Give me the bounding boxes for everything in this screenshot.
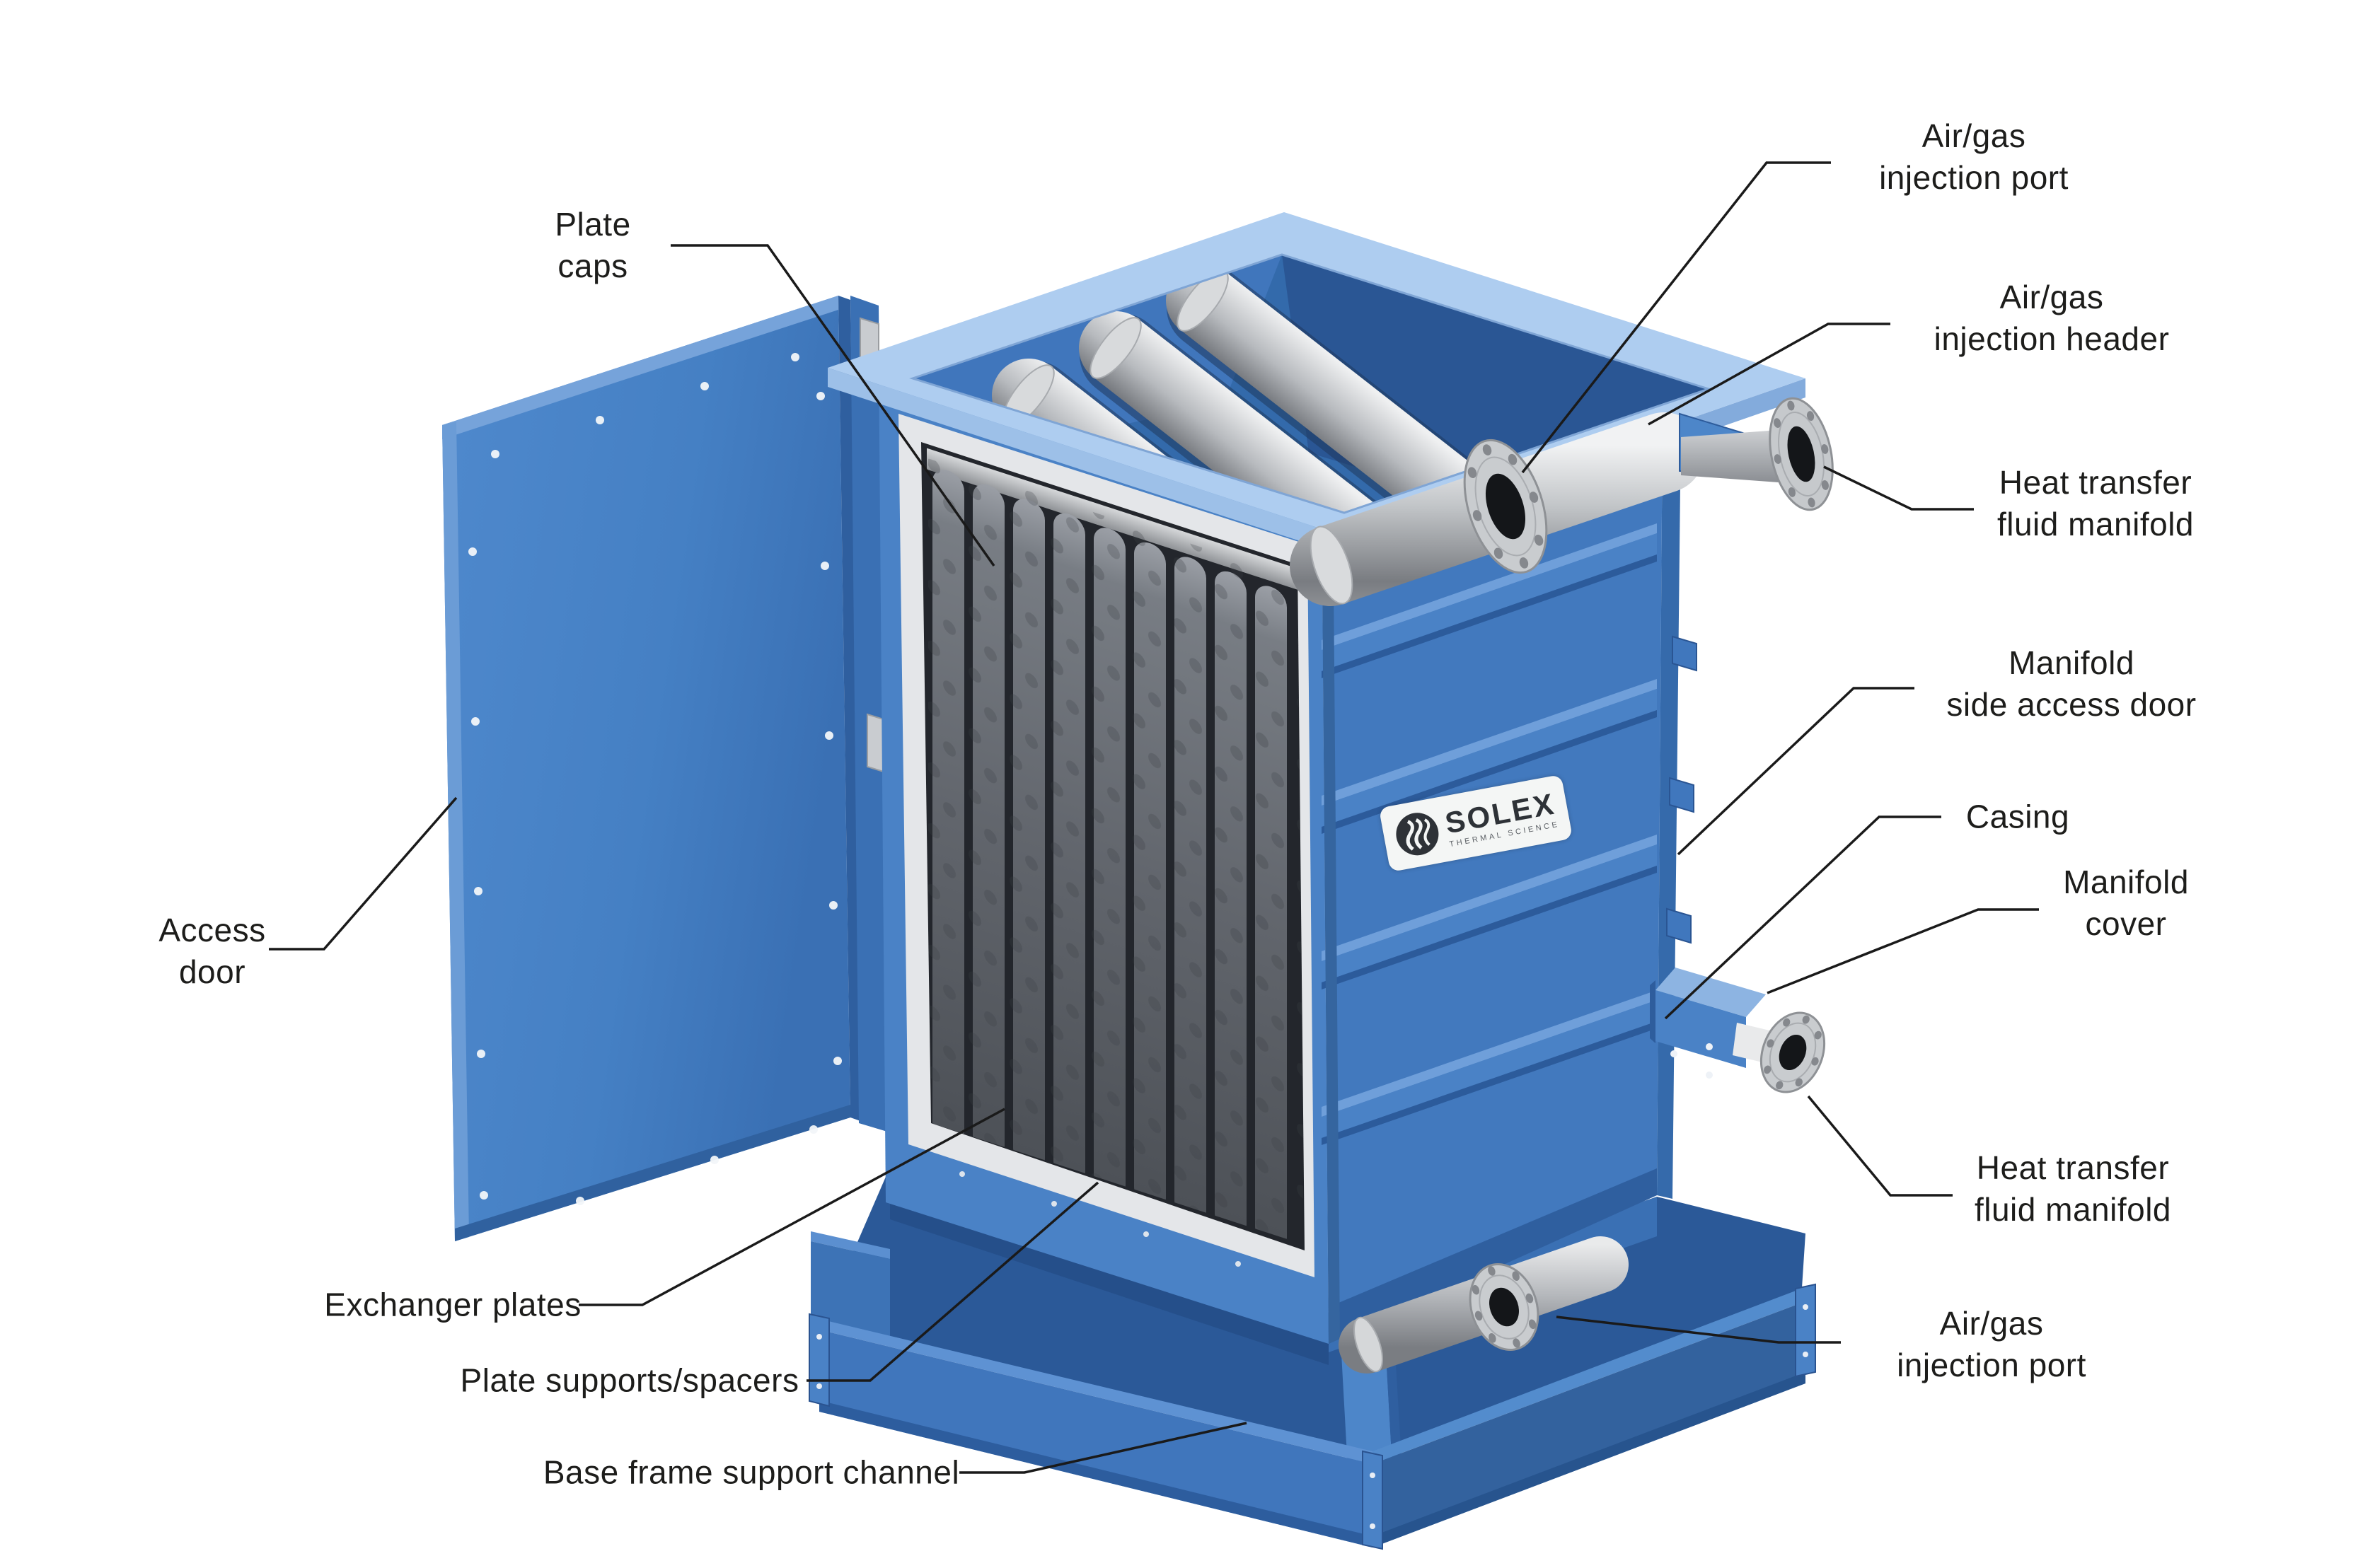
casing-front-corner-shade bbox=[1322, 497, 1340, 1344]
leader-htf-manifold-bot bbox=[1807, 1095, 1953, 1197]
leader-manifold-side-door bbox=[1677, 687, 1914, 856]
door-hinge-column bbox=[850, 296, 887, 1132]
base-frame bbox=[809, 1167, 1816, 1550]
rim-inner-edge bbox=[909, 253, 1712, 514]
access-door-panel bbox=[442, 296, 850, 1241]
leader-htf-manifold-top bbox=[1823, 465, 1974, 511]
htf-manifold-bottom-flange bbox=[1759, 1011, 1826, 1093]
label-manifold-side-door: Manifold side access door bbox=[1946, 644, 2197, 723]
access-door-edge bbox=[838, 296, 862, 1122]
plate-dimple-texture bbox=[928, 458, 1303, 1245]
label-exchanger-plates: Exchanger plates bbox=[324, 1286, 582, 1323]
cover-bolts bbox=[1670, 1043, 1713, 1079]
rim-skirt-left bbox=[828, 368, 1348, 557]
label-access-door: Access door bbox=[158, 912, 266, 990]
leader-plate-supports bbox=[807, 1181, 1099, 1382]
label-plate-caps: Plate caps bbox=[555, 206, 631, 284]
right-wall-tabs bbox=[1666, 635, 1697, 944]
header-end-cap bbox=[1310, 525, 1353, 605]
casing-side-bottom-band bbox=[1329, 1168, 1657, 1344]
base-right-channel-shadow bbox=[1372, 1372, 1805, 1547]
manifold-flange bbox=[1769, 397, 1834, 511]
base-rear-channel-lip bbox=[811, 1231, 890, 1259]
access-door-top-fold bbox=[442, 296, 838, 439]
access-door-bolts bbox=[468, 353, 842, 1205]
access-door-left-fold bbox=[442, 422, 469, 1241]
label-airgas-port-top: Air/gas injection port bbox=[1879, 117, 2069, 196]
manifold-pipe bbox=[1681, 430, 1779, 482]
leader-casing bbox=[1664, 815, 1941, 1020]
rib bbox=[1322, 523, 1657, 678]
access-door-bottom-fold bbox=[455, 1105, 850, 1241]
bottom-pipe-end-cap bbox=[1353, 1316, 1383, 1373]
cover-front-face bbox=[1655, 990, 1746, 1068]
solex-logo-icon bbox=[1396, 813, 1439, 856]
base-front-channel-shadow bbox=[819, 1400, 1372, 1547]
airgas-injection-port-bottom bbox=[1339, 1236, 1629, 1374]
base-foot-bolts bbox=[816, 1304, 1808, 1529]
leader-manifold-cover bbox=[1767, 908, 2039, 994]
label-plate-supports: Plate supports/spacers bbox=[460, 1361, 799, 1399]
leader-plate-caps bbox=[671, 244, 995, 567]
casing-right-wall bbox=[1657, 415, 1697, 1199]
leader-exchanger-plates bbox=[579, 1108, 1005, 1306]
label-casing: Casing bbox=[1965, 798, 2070, 835]
cover-top-face bbox=[1655, 968, 1766, 1017]
base-right-channel bbox=[1372, 1301, 1805, 1547]
label-manifold-cover: Manifold cover bbox=[2063, 864, 2189, 942]
leader-airgas-port-top bbox=[1521, 161, 1831, 474]
label-airgas-port-bottom: Air/gas injection port bbox=[1897, 1305, 2086, 1383]
casing-front-opening bbox=[879, 355, 1329, 1344]
exchanger-plates bbox=[927, 448, 1303, 1245]
base-rear-channel bbox=[811, 1241, 890, 1342]
label-airgas-header: Air/gas injection header bbox=[1934, 279, 2170, 357]
airgas-injection-port-top bbox=[1463, 439, 1548, 574]
leader-airgas-port-bot bbox=[1556, 1316, 1841, 1344]
flange-bolt-holes bbox=[1467, 444, 1544, 569]
leader-access-door bbox=[269, 796, 458, 951]
rib bbox=[1322, 990, 1657, 1145]
leader-airgas-header bbox=[1648, 323, 1890, 426]
access-door bbox=[442, 296, 887, 1241]
label-base-frame: Base frame support channel bbox=[543, 1453, 960, 1491]
leader-lines bbox=[269, 161, 2039, 1474]
rib bbox=[1322, 835, 1657, 989]
cover-left-edge bbox=[1650, 980, 1655, 1043]
bottom-port-flange bbox=[1469, 1262, 1539, 1352]
label-htf-manifold-bottom: Heat transfer fluid manifold bbox=[1974, 1149, 2172, 1228]
base-foot-plates bbox=[809, 1283, 1816, 1550]
leader-base-frame bbox=[959, 1422, 1247, 1474]
htf-manifold-top bbox=[1679, 397, 1834, 511]
label-htf-manifold-top: Heat transfer fluid manifold bbox=[1996, 464, 2195, 542]
base-front-channel bbox=[819, 1330, 1372, 1547]
manifold-cover bbox=[1650, 968, 1826, 1093]
solex-logo-badge: SOLEX THERMAL SCIENCE bbox=[1378, 774, 1573, 873]
